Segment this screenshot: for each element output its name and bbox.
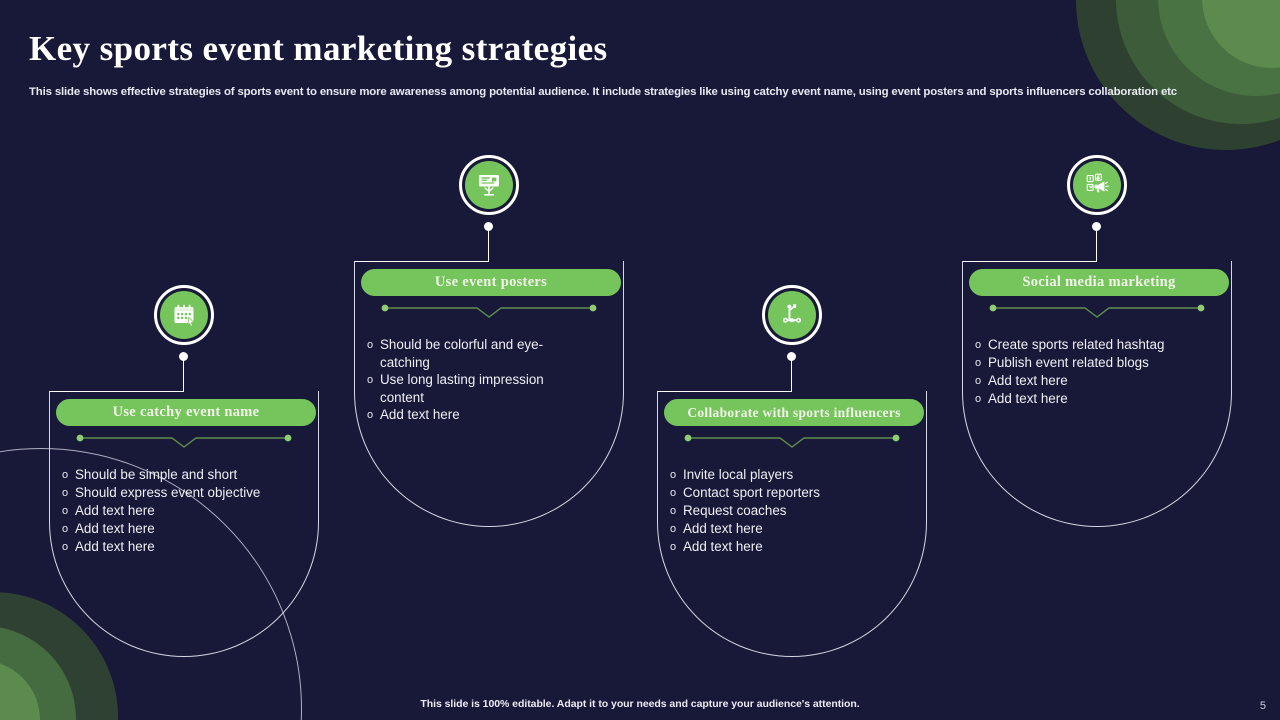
- athlete-trophy-icon[interactable]: [762, 285, 822, 345]
- corner-arc-top-right-2: [1116, 0, 1280, 124]
- bullet-marker: o: [670, 469, 677, 481]
- bullet-marker: o: [975, 357, 982, 369]
- bullet-marker: o: [62, 505, 69, 517]
- connector-line-vertical: [488, 228, 490, 262]
- strategy-title-sports-influencers[interactable]: Collaborate with sports influencers: [664, 399, 924, 426]
- bullet-marker: o: [62, 469, 69, 481]
- divider-notch: [381, 304, 597, 318]
- bullet-marker: o: [62, 487, 69, 499]
- corner-arc-top-right-4: [1202, 0, 1280, 68]
- bullet-marker: o: [62, 523, 69, 535]
- strategy-title-event-posters[interactable]: Use event posters: [361, 269, 621, 296]
- strategy-title-catchy-event-name[interactable]: Use catchy event name: [56, 399, 316, 426]
- bullet-marker: o: [975, 339, 982, 351]
- corner-arc-top-right-3: [1158, 0, 1280, 96]
- strategy-card-outline: [657, 391, 927, 657]
- page-subtitle: This slide shows effective strategies of…: [29, 86, 1177, 98]
- strategy-card-outline: [354, 261, 624, 527]
- bullet-marker: o: [367, 374, 374, 387]
- poster-signboard-icon[interactable]: [459, 155, 519, 215]
- strategy-card-outline: [49, 391, 319, 657]
- bullet-marker: o: [62, 541, 69, 553]
- bullet-marker: o: [670, 523, 677, 535]
- page-title: Key sports event marketing strategies: [29, 29, 608, 68]
- connector-line-vertical: [791, 358, 793, 392]
- corner-arc-top-right-1: [1076, 0, 1280, 150]
- calendar-click-icon[interactable]: [154, 285, 214, 345]
- bullet-marker: o: [670, 505, 677, 517]
- bullet-marker: o: [670, 487, 677, 499]
- footer-note: This slide is 100% editable. Adapt it to…: [420, 698, 860, 710]
- connector-dot: [1092, 222, 1101, 231]
- connector-line-vertical: [183, 358, 185, 392]
- bullet-marker: o: [367, 339, 374, 351]
- page-number: 5: [1259, 700, 1266, 712]
- connector-dot: [787, 352, 796, 361]
- connector-dot: [484, 222, 493, 231]
- bullet-marker: o: [670, 541, 677, 553]
- connector-line-vertical: [1096, 228, 1098, 262]
- divider-notch: [76, 434, 292, 448]
- bullet-marker: o: [975, 375, 982, 387]
- bullet-marker: o: [975, 393, 982, 405]
- strategy-card-outline: [962, 261, 1232, 527]
- divider-notch: [684, 434, 900, 448]
- megaphone-social-icon[interactable]: [1067, 155, 1127, 215]
- bullet-marker: o: [367, 409, 374, 422]
- connector-dot: [179, 352, 188, 361]
- strategy-title-social-media-marketing[interactable]: Social media marketing: [969, 269, 1229, 296]
- divider-notch: [989, 304, 1205, 318]
